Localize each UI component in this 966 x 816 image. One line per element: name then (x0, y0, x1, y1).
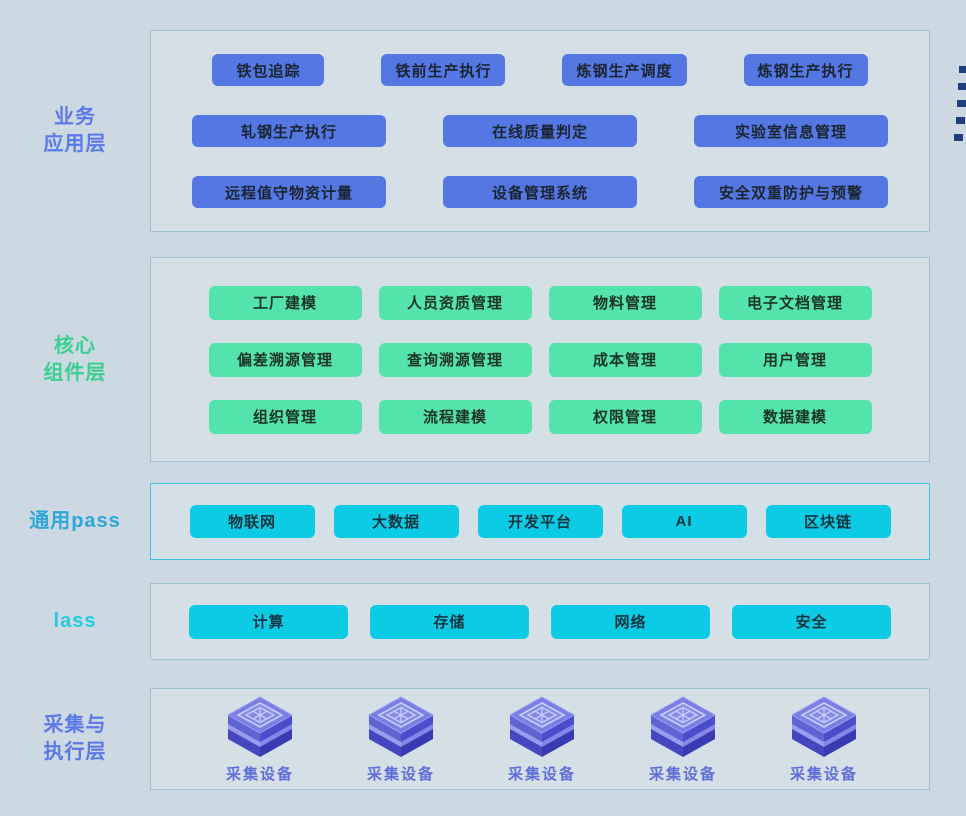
layer-panel-core: 工厂建模人员资质管理物料管理电子文档管理偏差溯源管理查询溯源管理成本管理用户管理… (150, 257, 930, 462)
layer-label-paas: 通用pass (0, 483, 150, 560)
layer-iaas: lass 计算存储网络安全 (0, 583, 966, 660)
layer-node: 在线质量判定 (443, 115, 637, 147)
edge-dashes-decoration (954, 66, 966, 151)
layer-node: 权限管理 (548, 399, 702, 434)
layer-node: 实验室信息管理 (694, 115, 888, 147)
layer-node: 安全 (732, 604, 891, 639)
node-row: 计算存储网络安全 (151, 604, 929, 639)
layer-node: 成本管理 (548, 342, 702, 377)
edge-dash (959, 66, 966, 73)
collector-cube-icon (226, 695, 294, 757)
device-label: 采集设备 (507, 765, 576, 783)
edge-dash (958, 83, 966, 90)
device-label: 采集设备 (225, 765, 294, 783)
layer-label-device: 采集与执行层 (0, 688, 150, 790)
layer-label-line: 通用pass (29, 510, 121, 532)
layer-node: 开发平台 (477, 505, 603, 538)
layer-node: 查询溯源管理 (378, 342, 532, 377)
layer-node: 偏差溯源管理 (208, 342, 362, 377)
layer-node: 数据建模 (718, 399, 872, 434)
layer-node: 大数据 (333, 505, 459, 538)
layer-label-line: 应用层 (43, 133, 107, 155)
collector-cube-icon (508, 695, 576, 757)
node-row: 远程值守物资计量 设备管理系统 安全双重防护与预警 (151, 176, 929, 208)
device-label: 采集设备 (366, 765, 435, 783)
edge-dash (954, 134, 963, 141)
layer-panel-business: 铁包追踪 铁前生产执行 炼钢生产调度 炼钢生产执行轧钢生产执行 在线质量判定 实验室信息管… (150, 30, 930, 232)
node-row: 组织管理流程建模权限管理数据建模 (151, 399, 929, 434)
layer-core: 核心组件层工厂建模人员资质管理物料管理电子文档管理偏差溯源管理查询溯源管理成本管… (0, 257, 966, 462)
layer-node: 轧钢生产执行 (192, 115, 386, 147)
layer-node: 安全双重防护与预警 (694, 176, 888, 208)
layer-node: 工厂建模 (208, 285, 362, 320)
layer-business: 业务应用层 铁包追踪 铁前生产执行 炼钢生产调度 炼钢生产执行轧钢生产执行 在线质量判定 实… (0, 30, 966, 232)
layer-label-core: 核心组件层 (0, 257, 150, 462)
layer-node: 人员资质管理 (378, 285, 532, 320)
layer-node: 网络 (551, 604, 710, 639)
layer-node: 流程建模 (378, 399, 532, 434)
layer-node: 用户管理 (718, 342, 872, 377)
layer-label-line: 组件层 (43, 361, 107, 384)
layer-label-line: 业务 (54, 106, 96, 128)
layer-label-iaas: lass (0, 583, 150, 660)
node-row: 轧钢生产执行 在线质量判定 实验室信息管理 (151, 115, 929, 147)
layer-panel-iaas: 计算存储网络安全 (150, 583, 930, 660)
layer-node: 电子文档管理 (718, 285, 872, 320)
collector-cube-icon (790, 695, 858, 757)
device-label: 采集设备 (789, 765, 858, 783)
layer-node: 物联网 (189, 505, 315, 538)
device-row: 采集设备 采集设备 采集设备 (151, 695, 929, 784)
node-row: 物联网大数据开发平台 AI 区块链 (151, 505, 929, 538)
layer-paas: 通用pass 物联网大数据开发平台 AI 区块链 (0, 483, 966, 560)
node-row: 铁包追踪 铁前生产执行 炼钢生产调度 炼钢生产执行 (151, 54, 929, 86)
collector-cube-icon (367, 695, 435, 757)
layer-label-business: 业务应用层 (0, 30, 150, 232)
node-row: 工厂建模人员资质管理物料管理电子文档管理 (151, 285, 929, 320)
layer-label-line: lass (53, 610, 97, 632)
collector-device: 采集设备 (364, 695, 438, 784)
collector-device: 采集设备 (646, 695, 720, 784)
layer-node: 设备管理系统 (443, 176, 637, 208)
layer-panel-device: 采集设备 采集设备 采集设备 (150, 688, 930, 790)
edge-dash (957, 100, 966, 107)
layer-node: 存储 (370, 604, 529, 639)
layer-device: 采集与执行层 采集设备 采集设备 (0, 688, 966, 790)
layer-node: 炼钢生产调度 (562, 54, 687, 86)
collector-device: 采集设备 (223, 695, 297, 784)
layer-label-line: 执行层 (43, 741, 107, 763)
collector-device: 采集设备 (505, 695, 579, 784)
node-row: 偏差溯源管理查询溯源管理成本管理用户管理 (151, 342, 929, 377)
layer-node: 铁包追踪 (212, 54, 325, 86)
layer-node: AI (621, 505, 747, 538)
layer-node: 远程值守物资计量 (192, 176, 386, 208)
layer-node: 计算 (189, 604, 348, 639)
layer-label-line: 采集与 (43, 714, 107, 736)
layer-panel-paas: 物联网大数据开发平台 AI 区块链 (150, 483, 930, 560)
collector-cube-icon (649, 695, 717, 757)
device-label: 采集设备 (648, 765, 717, 783)
layer-label-line: 核心 (54, 334, 96, 357)
collector-device: 采集设备 (787, 695, 861, 784)
layer-node: 物料管理 (548, 285, 702, 320)
edge-dash (956, 117, 965, 124)
layer-node: 区块链 (765, 505, 891, 538)
layer-node: 组织管理 (208, 399, 362, 434)
layer-node: 炼钢生产执行 (743, 54, 868, 86)
layer-node: 铁前生产执行 (381, 54, 506, 86)
